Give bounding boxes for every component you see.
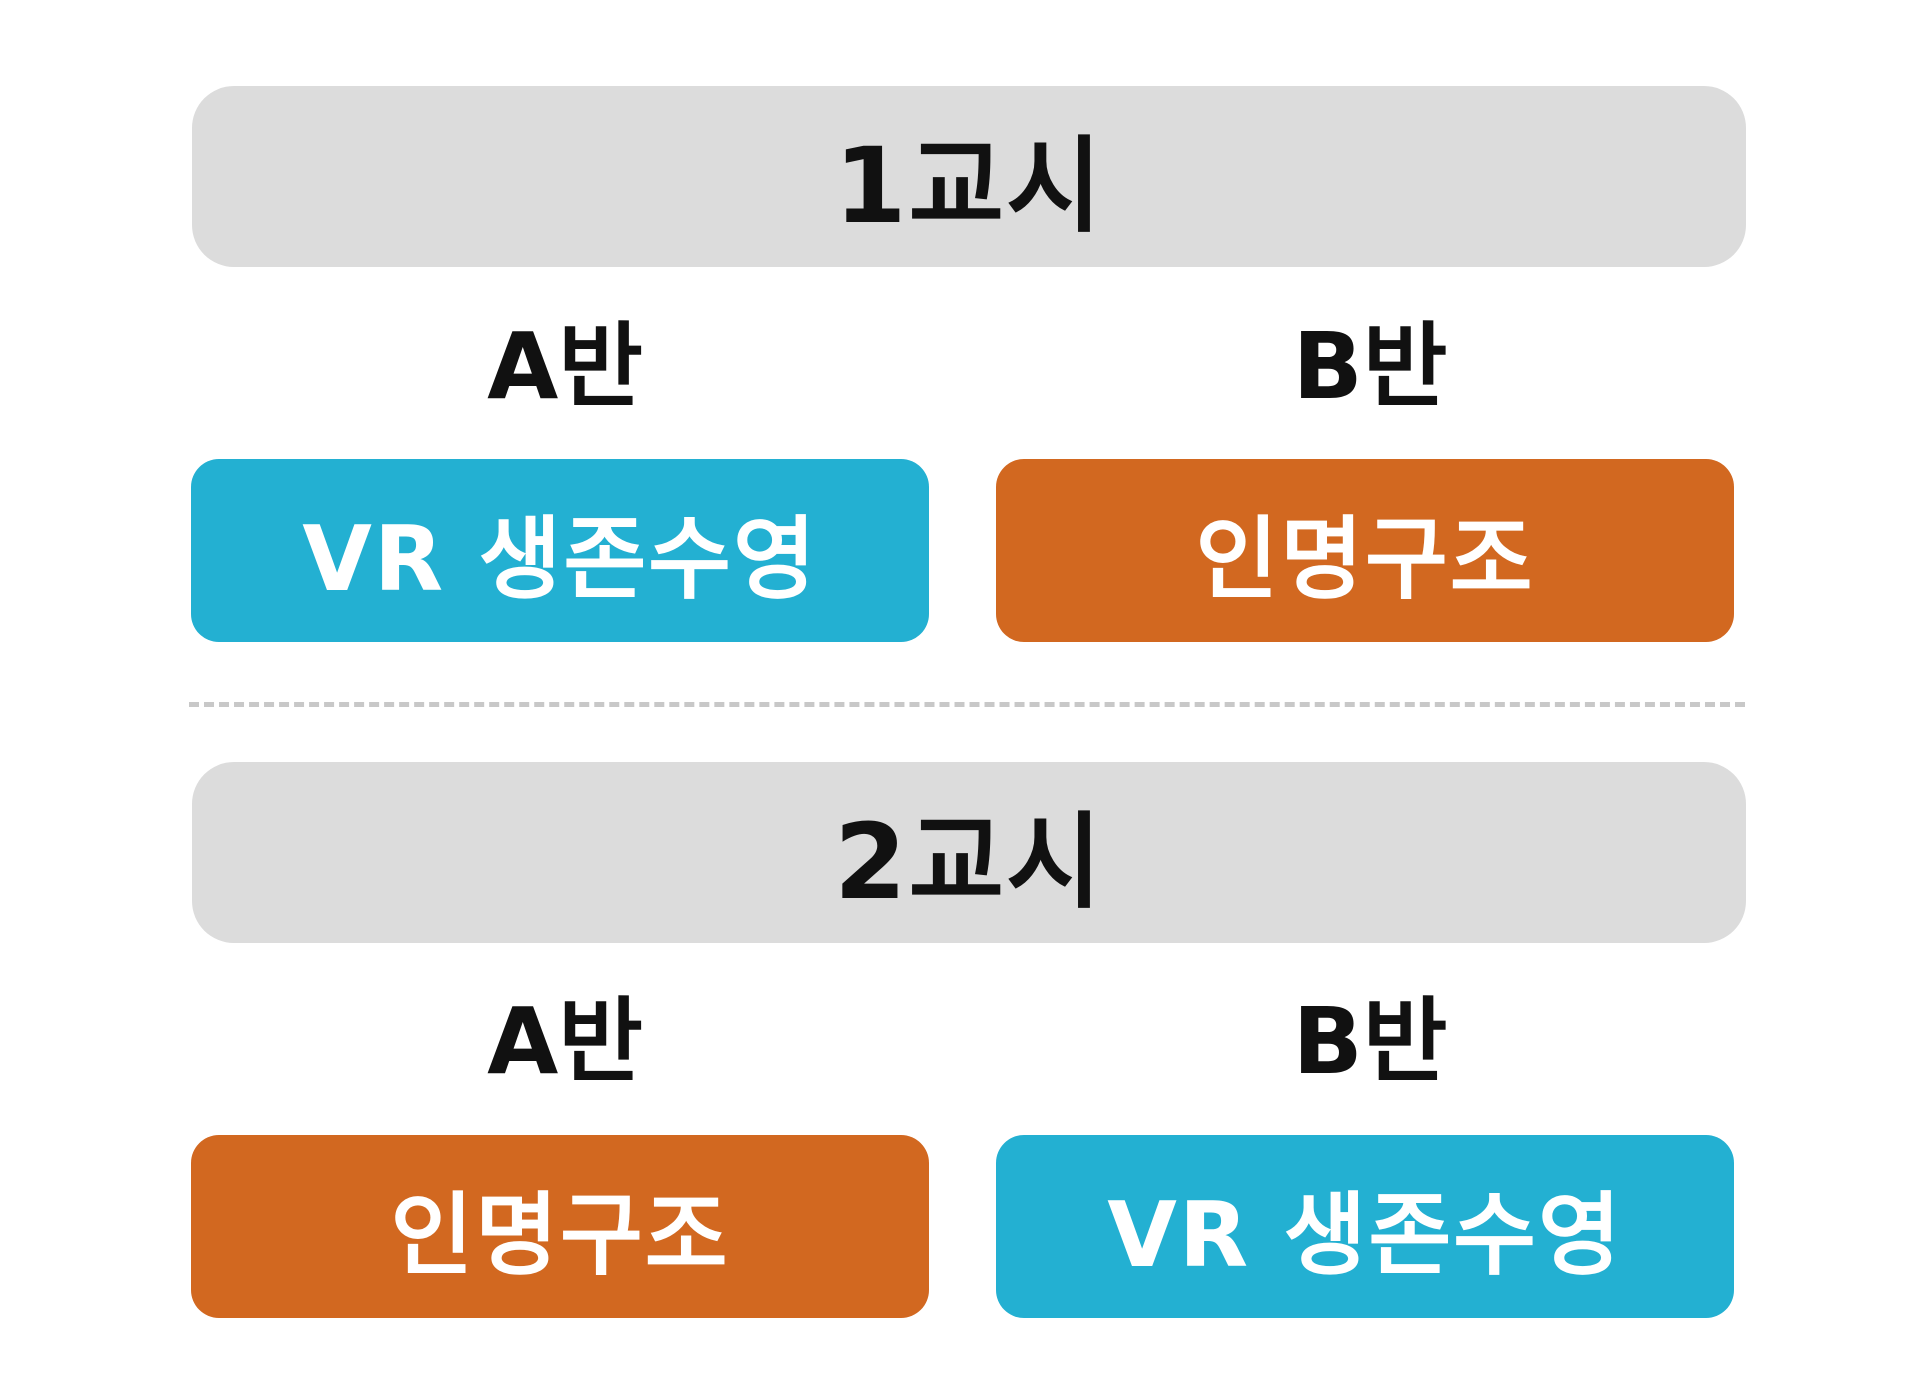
period-1-header: 1교시 xyxy=(192,86,1746,267)
period-2-header: 2교시 xyxy=(192,762,1746,943)
period-1-title: 1교시 xyxy=(834,125,1104,247)
period-2-class-b-label: B반 xyxy=(1292,987,1448,1095)
period-1-class-b-activity[interactable]: 인명구조 xyxy=(996,459,1734,642)
period-2-class-a-label: A반 xyxy=(487,987,643,1095)
period-2-class-a-activity[interactable]: 인명구조 xyxy=(191,1135,929,1318)
activity-label: VR 생존수영 xyxy=(302,506,818,612)
period-2-class-b-activity[interactable]: VR 생존수영 xyxy=(996,1135,1734,1318)
period-1-class-b-label: B반 xyxy=(1292,312,1448,420)
activity-label: 인명구조 xyxy=(1195,506,1535,612)
period-2-title: 2교시 xyxy=(834,801,1104,923)
activity-label: 인명구조 xyxy=(390,1182,730,1288)
period-1-class-a-label: A반 xyxy=(487,312,643,420)
activity-label: VR 생존수영 xyxy=(1107,1182,1623,1288)
period-divider xyxy=(189,702,1745,707)
period-1-class-a-activity[interactable]: VR 생존수영 xyxy=(191,459,929,642)
